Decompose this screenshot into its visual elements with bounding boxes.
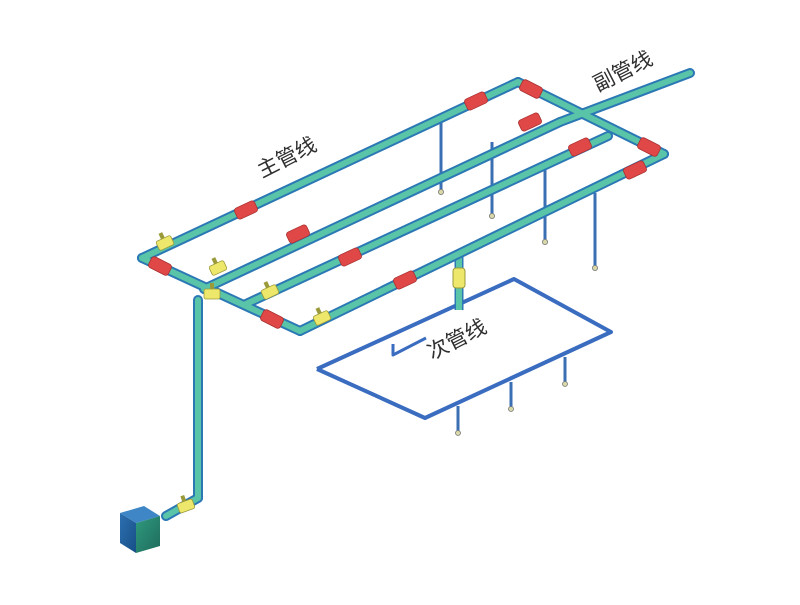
pipe-valves [155, 232, 332, 514]
secondary-pipe-branch [391, 336, 427, 357]
coupling [260, 309, 284, 329]
pipe-couplings [148, 79, 661, 329]
pipe-segment [201, 119, 563, 292]
pipe-segment [243, 133, 611, 307]
coupling [338, 247, 362, 267]
valve [260, 284, 280, 300]
label-secondary-pipe: 次管线 [423, 314, 490, 364]
coupling [286, 224, 310, 244]
coupling [393, 270, 417, 290]
coupling [464, 91, 488, 111]
main-pipe-network [137, 68, 695, 521]
secondary-drop-cap [562, 381, 568, 387]
pump-box [120, 506, 160, 553]
secondary-pipe-loop [316, 277, 613, 420]
coupling [568, 137, 592, 157]
valve-stem [158, 232, 165, 240]
coupling [518, 112, 542, 132]
valve-stem [211, 257, 218, 265]
pump-box-front [120, 513, 136, 553]
riser-valve [452, 267, 466, 289]
secondary-pipe-group [316, 277, 613, 436]
pipe-segment [557, 70, 693, 125]
valve [176, 498, 196, 514]
coupling [148, 256, 172, 276]
pipe-segment [139, 79, 521, 261]
hanger-cap [542, 238, 549, 245]
valve-stem [315, 307, 322, 315]
valve-stem [263, 281, 270, 289]
pipe-segment [297, 151, 667, 334]
hanger-cap [592, 264, 599, 271]
valve [312, 310, 332, 326]
valve-stem [180, 494, 187, 502]
secondary-drop-cap [455, 430, 461, 436]
coupling [519, 79, 543, 99]
coupling [623, 160, 647, 180]
coupling [637, 137, 661, 157]
hanger-cap [488, 212, 495, 219]
hanger-cap [437, 188, 444, 195]
valve [208, 260, 228, 276]
valve [203, 288, 221, 300]
valve-stem [210, 283, 214, 289]
pump-box-side [136, 516, 160, 553]
secondary-drop-cap [508, 406, 514, 412]
coupling [234, 200, 258, 220]
pump-box-top [120, 506, 160, 523]
riser-to-secondary [452, 255, 466, 310]
